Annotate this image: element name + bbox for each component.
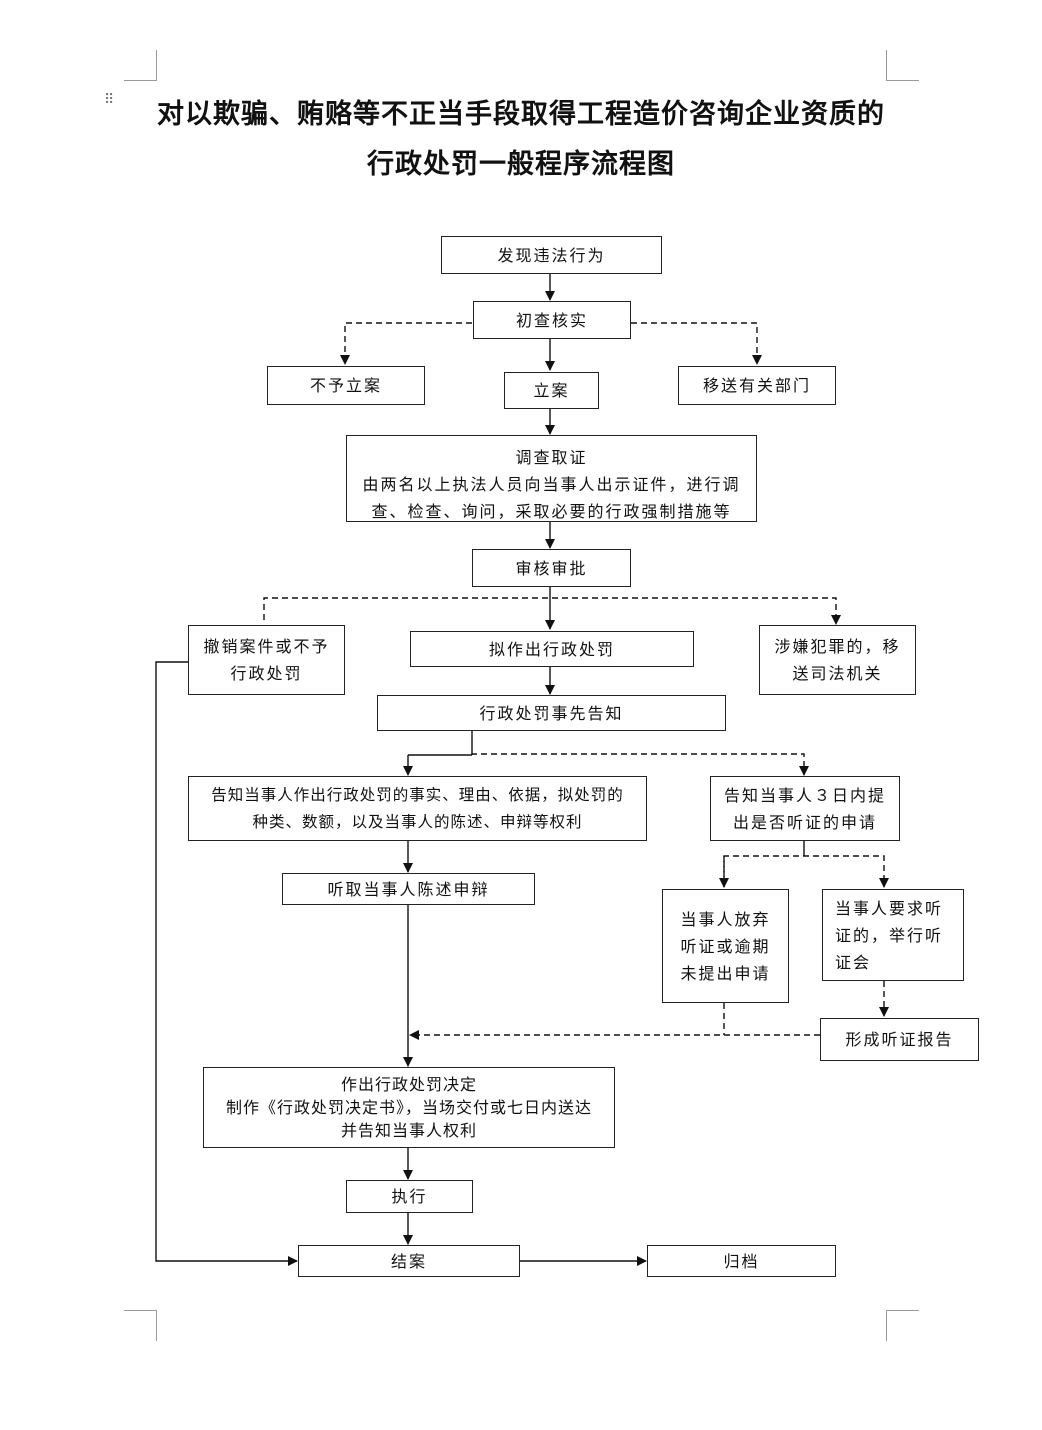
node-hear-statement: 听取当事人陈述申辩 bbox=[282, 873, 535, 905]
node-waive-hearing: 当事人放弃 听证或逾期 未提出申请 bbox=[662, 889, 789, 1003]
corner-mark-bottom-left bbox=[124, 1310, 157, 1341]
node-close-case: 结案 bbox=[298, 1245, 520, 1277]
corner-mark-top-right bbox=[886, 50, 919, 81]
node-request-hearing: 当事人要求听 证的，举行听 证会 bbox=[822, 889, 964, 981]
corner-mark-bottom-right bbox=[886, 1310, 919, 1341]
page-title-line-1: 对以欺骗、贿赂等不正当手段取得工程造价咨询企业资质的 bbox=[157, 99, 885, 130]
node-penalty-decision: 作出行政处罚决定 制作《行政处罚决定书》，当场交付或七日内送达 并告知当事人权利 bbox=[203, 1067, 615, 1148]
drag-handle-icon[interactable]: ⠿ bbox=[104, 92, 114, 108]
node-revoke-case: 撤销案件或不予 行政处罚 bbox=[188, 625, 345, 695]
node-notify-hearing: 告知当事人３日内提 出是否听证的申请 bbox=[710, 776, 900, 841]
node-hearing-report: 形成听证报告 bbox=[820, 1018, 979, 1061]
node-execute: 执行 bbox=[346, 1180, 473, 1213]
node-investigate: 调查取证 由两名以上执法人员向当事人出示证件，进行调 查、检查、询问，采取必要的… bbox=[346, 435, 757, 522]
node-discover-violation: 发现违法行为 bbox=[441, 236, 662, 274]
page-title-line-2: 行政处罚一般程序流程图 bbox=[367, 149, 675, 180]
node-crime-transfer: 涉嫌犯罪的，移 送司法机关 bbox=[759, 625, 916, 695]
node-notify-rights: 告知当事人作出行政处罚的事实、理由、依据，拟处罚的 种类、数额，以及当事人的陈述… bbox=[188, 776, 647, 841]
corner-mark-top-left bbox=[124, 50, 157, 81]
node-file-case: 立案 bbox=[504, 372, 599, 409]
node-initial-check: 初查核实 bbox=[473, 301, 631, 339]
node-no-case: 不予立案 bbox=[267, 366, 425, 405]
node-archive: 归档 bbox=[647, 1245, 836, 1277]
node-transfer-department: 移送有关部门 bbox=[678, 366, 836, 405]
node-review-approve: 审核审批 bbox=[472, 549, 631, 587]
node-propose-penalty: 拟作出行政处罚 bbox=[410, 631, 694, 667]
node-prior-notice: 行政处罚事先告知 bbox=[377, 695, 726, 731]
